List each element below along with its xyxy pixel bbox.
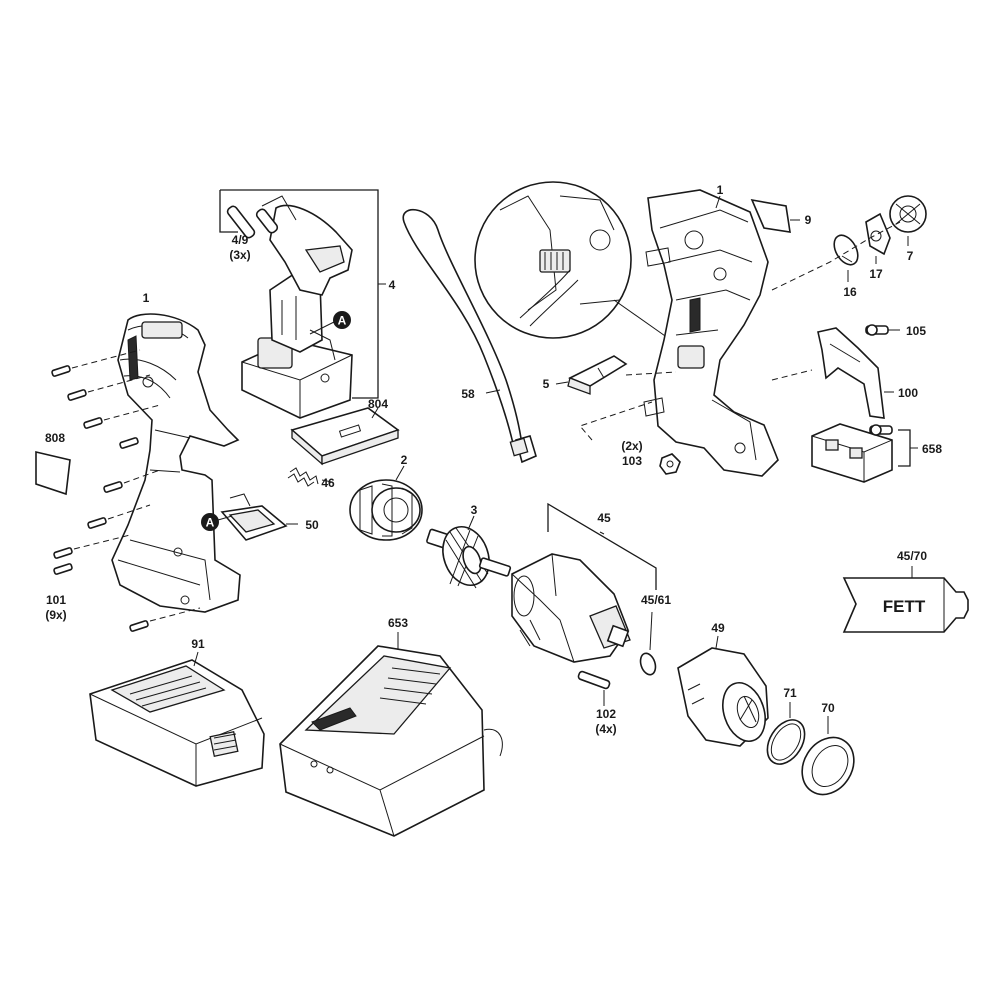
bit-holder: [811, 423, 893, 483]
screw: [87, 504, 151, 529]
label-45-70: 45/70: [897, 549, 927, 563]
bumper-cap: [801, 736, 855, 796]
bracket-658: [898, 429, 911, 467]
ring-part-16: [833, 234, 859, 266]
marker-a-upper: A: [309, 311, 351, 335]
label-2: 2: [401, 453, 408, 467]
impact-mechanism: [511, 553, 631, 663]
marker-a-label: A: [338, 314, 347, 328]
screw: [103, 469, 161, 493]
label-101: 101: [46, 593, 66, 607]
label-102: 102: [596, 707, 616, 721]
spring: [287, 467, 319, 487]
battery-charger: [279, 645, 503, 837]
label-49: 49: [711, 621, 725, 635]
bracket-4-left: [219, 190, 238, 233]
label-9x: (9x): [45, 608, 66, 622]
label-804: 804: [368, 397, 388, 411]
screw: [51, 349, 141, 377]
label-3x: (3x): [229, 248, 250, 262]
label-103: 103: [622, 454, 642, 468]
belt-strap: [402, 208, 537, 464]
detail-zoom-view: [474, 181, 669, 339]
label-5: 5: [543, 377, 550, 391]
grease-tube: [842, 577, 969, 633]
label-3: 3: [471, 503, 478, 517]
label-2x: (2x): [621, 439, 642, 453]
screw: [83, 404, 161, 429]
screw-105: [865, 324, 889, 336]
label-808: 808: [45, 431, 65, 445]
nose-housing: [677, 647, 769, 747]
label-7: 7: [907, 249, 914, 263]
label-653: 653: [388, 616, 408, 630]
left-housing-shell: [111, 313, 241, 613]
screw: [119, 437, 139, 449]
label-sticker: [750, 198, 791, 233]
switch-plate: [290, 407, 400, 466]
ring-part-17: [865, 212, 891, 256]
label-50: 50: [305, 518, 319, 532]
label-45: 45: [597, 511, 611, 525]
label-plate: [35, 450, 71, 496]
label-46: 46: [321, 476, 335, 490]
screw: [53, 563, 73, 575]
label-4: 4: [389, 278, 396, 292]
direction-switch: [220, 493, 288, 541]
housing-screws: [51, 349, 201, 632]
label-17: 17: [869, 267, 883, 281]
screw-658: [869, 424, 893, 436]
screw: [129, 607, 201, 632]
lens-part: [567, 355, 628, 395]
label-70: 70: [821, 701, 835, 715]
screw-102: [577, 670, 611, 690]
rotor: [426, 526, 512, 589]
label-4-9: 4/9: [232, 233, 249, 247]
right-housing-shell: [643, 189, 779, 477]
label-100: 100: [898, 386, 918, 400]
label-1-left: 1: [143, 291, 150, 305]
label-45-61: 45/61: [641, 593, 671, 607]
label-105: 105: [906, 324, 926, 338]
label-1-right: 1: [717, 183, 724, 197]
label-658: 658: [922, 442, 942, 456]
nut: [659, 453, 681, 475]
label-58: 58: [461, 387, 475, 401]
screw: [53, 534, 131, 559]
marker-a-lower: A: [201, 513, 233, 531]
marker-a-label: A: [206, 516, 215, 530]
battery-pack: [89, 659, 265, 787]
stator: [349, 479, 423, 541]
ring-part-7: [889, 195, 927, 233]
screw: [67, 374, 151, 401]
label-16: 16: [843, 285, 857, 299]
grease-tube-label: FETT: [883, 597, 926, 616]
bracket-45: [547, 502, 657, 590]
label-71: 71: [783, 686, 797, 700]
label-4x: (4x): [595, 722, 616, 736]
label-9: 9: [805, 213, 812, 227]
retaining-ring: [766, 719, 806, 765]
belt-clip: [817, 327, 885, 419]
switch-module: [226, 195, 353, 419]
label-91: 91: [191, 637, 205, 651]
o-ring: [639, 652, 657, 676]
bracket-4: [220, 189, 379, 399]
